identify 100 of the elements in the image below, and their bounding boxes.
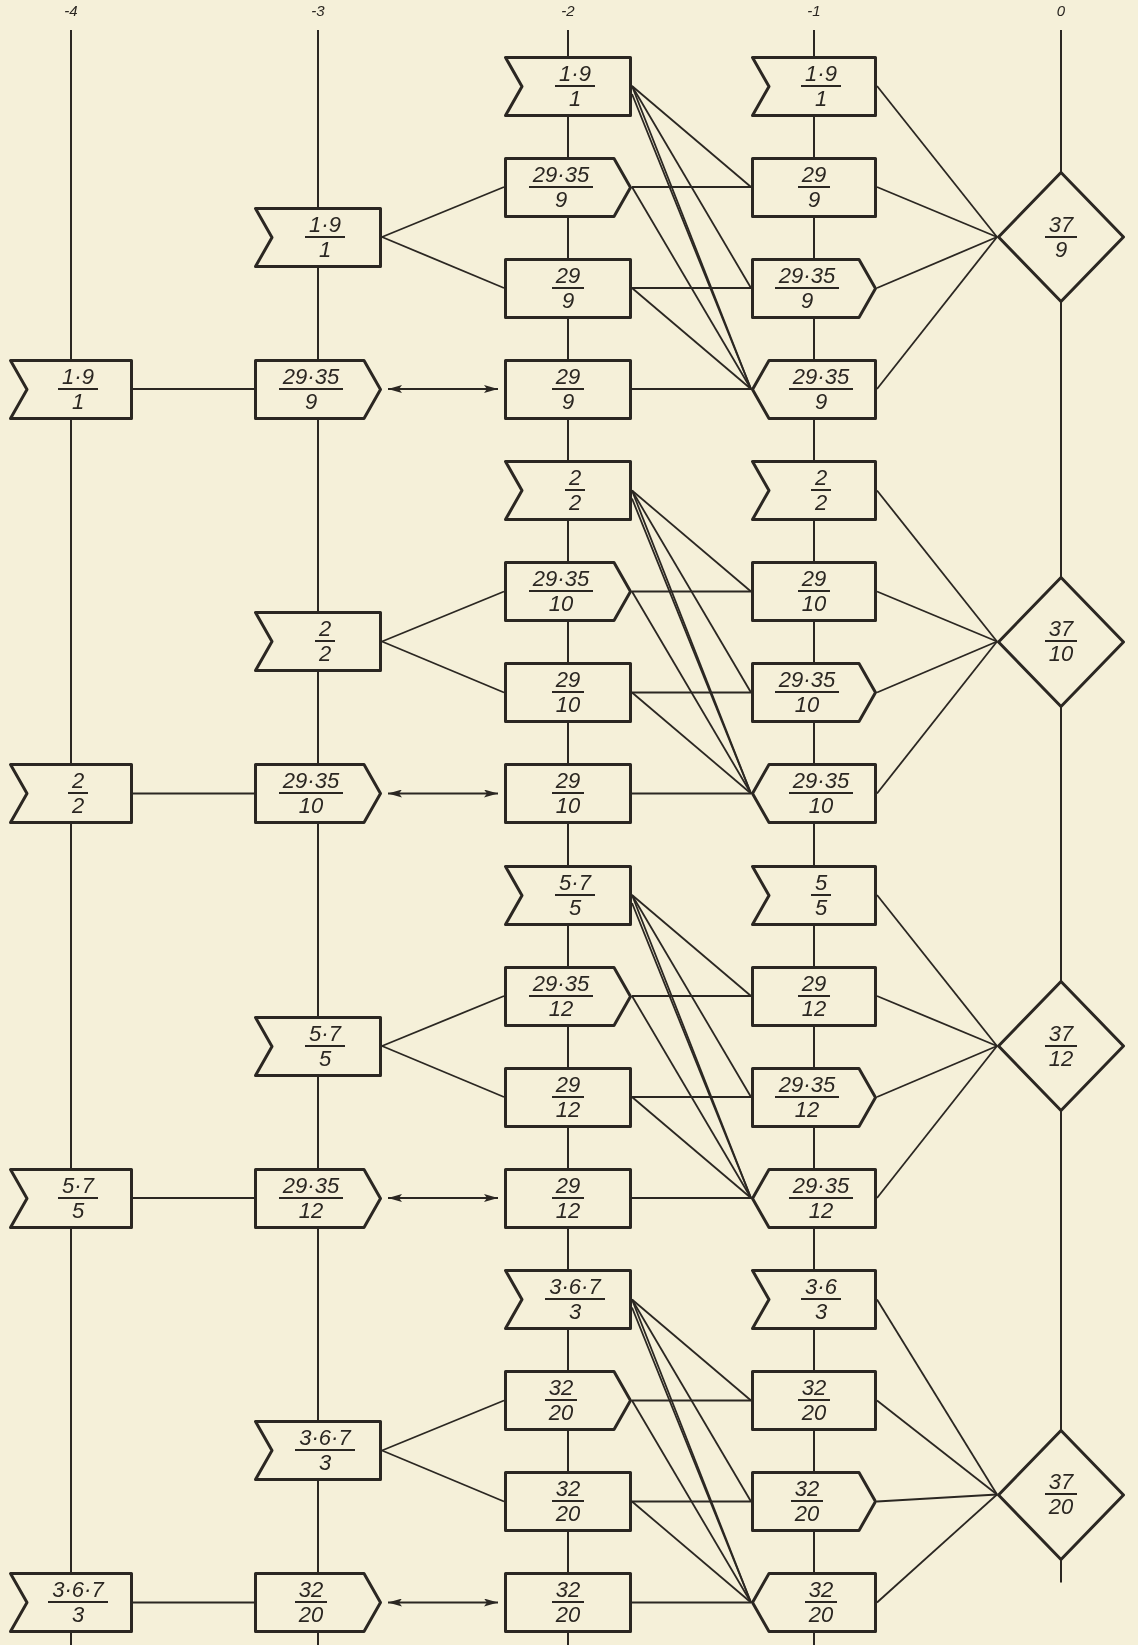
connector-line xyxy=(631,489,752,694)
connector-line xyxy=(876,236,998,390)
process-box xyxy=(751,55,877,117)
fraction-numerator: 2 xyxy=(810,466,832,491)
arrow xyxy=(387,789,499,798)
fraction-numerator: 29 xyxy=(551,668,585,693)
fraction-denominator: 10 xyxy=(297,794,325,818)
process-box xyxy=(504,965,632,1027)
process-box xyxy=(504,358,632,420)
process-box xyxy=(254,1420,382,1481)
fraction-numerator: 29·35 xyxy=(788,1173,854,1199)
fraction-numerator: 29·35 xyxy=(774,1072,840,1098)
column-label: -3 xyxy=(311,2,325,19)
connector-line xyxy=(631,1298,752,1402)
fraction-numerator: 37 xyxy=(1044,1021,1078,1047)
fraction-denominator: 2 xyxy=(317,642,333,666)
process-box xyxy=(504,561,632,622)
fraction-numerator: 1·9 xyxy=(801,61,841,87)
decision-diamond xyxy=(997,171,1125,303)
fraction-numerator: 3·6 xyxy=(801,1275,841,1300)
fraction-numerator: 2 xyxy=(67,769,89,794)
connector-line xyxy=(876,894,998,1047)
connector-line xyxy=(381,1399,505,1452)
fraction-numerator: 29 xyxy=(797,162,831,188)
connector-line xyxy=(132,1601,255,1604)
connector-line xyxy=(631,894,752,997)
connector-line xyxy=(876,1493,998,1604)
fraction-denominator: 12 xyxy=(297,1198,325,1223)
connector-line xyxy=(631,388,752,390)
column-label: -1 xyxy=(807,2,821,19)
fraction-numerator: 5·7 xyxy=(305,1021,345,1047)
process-box xyxy=(9,358,133,420)
fraction-denominator: 12 xyxy=(800,996,828,1021)
connector-line xyxy=(381,590,505,643)
connector-line xyxy=(631,1298,752,1503)
connector-line xyxy=(381,1449,505,1503)
fraction-numerator: 29·35 xyxy=(278,769,344,794)
fraction-numerator: 29·35 xyxy=(528,971,594,997)
process-box xyxy=(751,763,877,824)
process-box xyxy=(254,611,382,672)
process-box xyxy=(504,156,632,218)
fraction-numerator: 37 xyxy=(1044,212,1078,238)
fraction-denominator: 9 xyxy=(553,187,569,212)
fraction-denominator: 10 xyxy=(800,592,828,616)
process-box xyxy=(504,1572,632,1633)
process-box xyxy=(254,763,382,824)
column-label: 0 xyxy=(1056,2,1066,19)
fraction-denominator: 10 xyxy=(793,693,821,717)
arrow xyxy=(387,385,499,393)
connector-line xyxy=(631,691,752,795)
fraction-numerator: 3·6·7 xyxy=(48,1578,108,1603)
process-box xyxy=(504,257,632,319)
connector-line xyxy=(381,640,505,694)
decision-diamond xyxy=(997,980,1125,1112)
fraction-numerator: 32 xyxy=(544,1376,578,1401)
process-box xyxy=(504,1370,632,1431)
fraction-numerator: 29·35 xyxy=(774,668,840,693)
process-box xyxy=(504,55,632,117)
connector-line xyxy=(381,995,505,1047)
fraction-numerator: 29 xyxy=(551,769,585,794)
fraction-numerator: 32 xyxy=(797,1376,831,1401)
process-box xyxy=(504,864,632,926)
decision-diamond xyxy=(997,1428,1125,1561)
connector-line xyxy=(876,489,998,643)
process-box xyxy=(751,358,877,420)
fraction-numerator: 3·6·7 xyxy=(295,1426,355,1451)
process-box xyxy=(9,1572,133,1633)
process-box xyxy=(9,1167,133,1229)
process-box xyxy=(504,1269,632,1330)
connector-line xyxy=(631,792,752,795)
fraction-denominator: 10 xyxy=(1047,642,1075,666)
fraction-denominator: 5 xyxy=(317,1046,333,1071)
process-box xyxy=(751,965,877,1027)
connector-line xyxy=(631,1500,752,1604)
process-box xyxy=(751,1167,877,1229)
column-label: -2 xyxy=(561,2,575,19)
fraction-numerator: 1·9 xyxy=(58,364,98,390)
fraction-denominator: 9 xyxy=(303,389,319,414)
fraction-denominator: 1 xyxy=(813,86,829,111)
connector-line xyxy=(381,186,505,238)
connector-line xyxy=(876,1493,998,1503)
fraction-denominator: 12 xyxy=(793,1097,821,1122)
fraction-denominator: 20 xyxy=(547,1401,575,1425)
fraction-denominator: 20 xyxy=(793,1502,821,1526)
fraction-denominator: 5 xyxy=(567,895,583,920)
process-box xyxy=(751,1066,877,1128)
fraction-numerator: 3·6·7 xyxy=(545,1275,605,1300)
process-box xyxy=(254,358,382,420)
fraction-numerator: 32 xyxy=(551,1578,585,1603)
fraction-denominator: 2 xyxy=(70,794,86,818)
connector-line xyxy=(631,287,752,289)
connector-line xyxy=(876,1399,998,1496)
fraction-denominator: 1 xyxy=(567,86,583,111)
connector-line xyxy=(876,640,998,694)
fraction-numerator: 29 xyxy=(551,1173,585,1199)
connector-line xyxy=(876,85,998,238)
process-box xyxy=(751,460,877,521)
fraction-numerator: 29 xyxy=(797,567,831,592)
process-box xyxy=(751,257,877,319)
process-box xyxy=(751,156,877,218)
